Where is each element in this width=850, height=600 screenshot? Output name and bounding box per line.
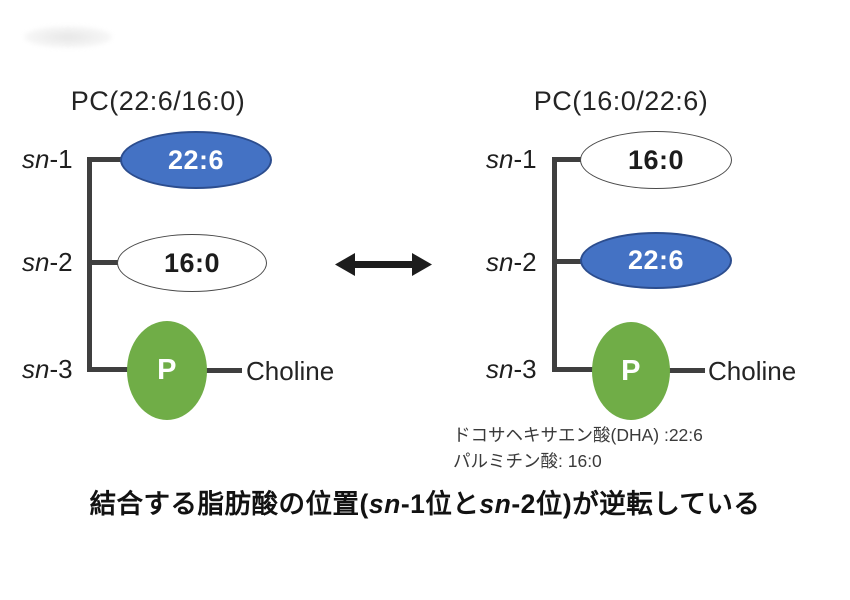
right-sn3-bond-line <box>552 367 595 372</box>
left-choline-label: Choline <box>246 356 335 386</box>
left-sn2-label: sn-2 <box>22 247 73 278</box>
caption-pre: 結合する脂肪酸の位置( <box>89 489 369 519</box>
right-choline-bond-line <box>668 368 705 373</box>
fatty-acid-legend: ドコサヘキサエン酸(DHA) :22:6 パルミチン酸: 16:0 <box>453 422 703 474</box>
caption-sn2: sn <box>479 489 512 519</box>
swap-arrow-icon <box>335 253 432 276</box>
sn-prefix: sn <box>486 354 514 384</box>
sn-prefix: sn <box>486 247 514 277</box>
right-sn1-bond-line <box>552 157 583 162</box>
left-sn3-phosphate-node: P <box>127 321 207 420</box>
sn-number: -1 <box>49 144 73 174</box>
annotation-dha: ドコサヘキサエン酸(DHA) :22:6 <box>453 425 703 445</box>
watermark-smudge <box>24 26 112 48</box>
left-sn3-bond-line <box>87 367 130 372</box>
sn-number: -3 <box>513 354 537 384</box>
right-sn2-fatty-acid-node-dha: 22:6 <box>580 232 732 289</box>
sn-number: -2 <box>49 247 73 277</box>
sn-prefix: sn <box>22 354 50 384</box>
sn-prefix: sn <box>486 144 514 174</box>
left-choline-bond-line <box>205 368 242 373</box>
figure-caption: 結合する脂肪酸の位置(sn-1位とsn-2位)が逆転している <box>0 482 850 521</box>
sn-prefix: sn <box>22 144 50 174</box>
left-sn2-fatty-acid-node-palmitic: 16:0 <box>117 234 267 292</box>
right-sn3-label: sn-3 <box>486 354 537 385</box>
left-sn1-label: sn-1 <box>22 144 73 175</box>
sn-prefix: sn <box>22 247 50 277</box>
left-sn3-label: sn-3 <box>22 354 73 385</box>
right-backbone-line <box>552 157 557 372</box>
right-sn2-bond-line <box>552 259 583 264</box>
left-sn2-bond-line <box>87 260 120 265</box>
sn-number: -2 <box>513 247 537 277</box>
left-diagram-title: PC(22:6/16:0) <box>70 86 246 116</box>
annotation-palmitic: パルミチン酸: 16:0 <box>453 451 602 471</box>
left-sn1-fatty-acid-node-dha: 22:6 <box>120 131 272 189</box>
right-sn1-label: sn-1 <box>486 144 537 175</box>
sn-number: -3 <box>49 354 73 384</box>
caption-mid: -1位と <box>400 489 480 519</box>
right-sn2-label: sn-2 <box>486 247 537 278</box>
sn-number: -1 <box>513 144 537 174</box>
caption-post: -2位)が逆転している <box>511 489 761 519</box>
right-sn3-phosphate-node: P <box>592 322 670 420</box>
right-sn1-fatty-acid-node-palmitic: 16:0 <box>580 131 732 189</box>
right-diagram-title: PC(16:0/22:6) <box>533 86 709 116</box>
caption-sn1: sn <box>368 489 401 519</box>
left-sn1-bond-line <box>87 157 123 162</box>
right-choline-label: Choline <box>708 356 797 386</box>
